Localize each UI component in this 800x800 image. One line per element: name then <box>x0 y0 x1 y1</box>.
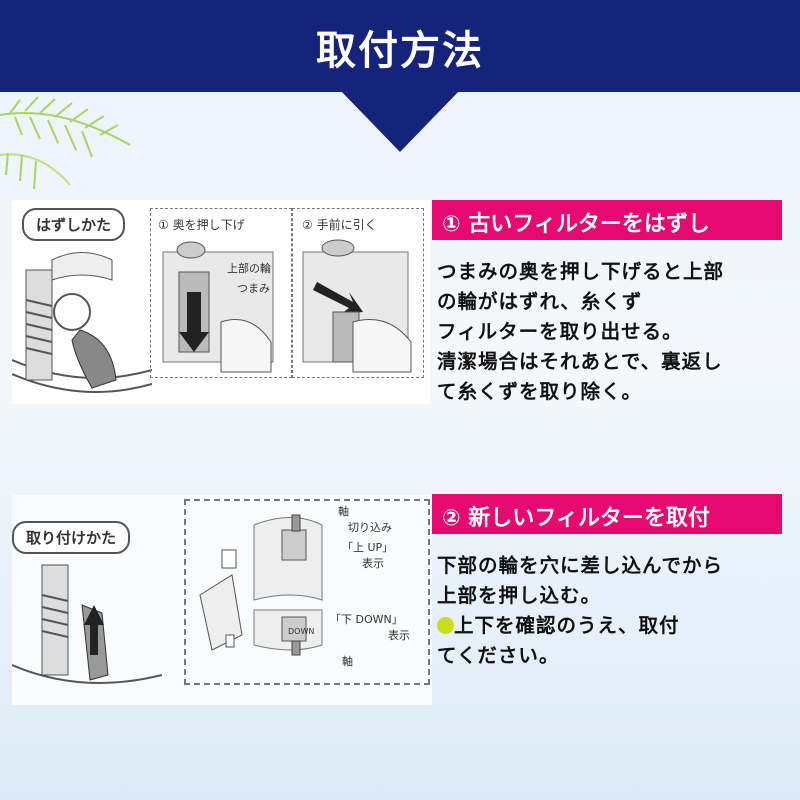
section2-line: 下部の輪を穴に差し込んでから <box>437 554 724 577</box>
step2-drawing <box>302 239 412 373</box>
title-banner <box>0 0 800 92</box>
removal-illustration: はずしかた ① 奥を押し下げ ② 手前に引く 上部の輪 つまみ <box>12 200 430 404</box>
section2-line: 上部を押し込む。 <box>437 584 602 607</box>
page-title: 取付方法 <box>316 28 484 74</box>
caption-shaft-bottom: 軸 <box>342 655 353 668</box>
caption-down-mark: 「下 DOWN」 <box>330 613 403 626</box>
step1-drawing <box>162 241 274 373</box>
section1-line: フィルターを取り出せる。 <box>437 320 683 343</box>
caption-down-stamp: DOWN <box>288 627 315 636</box>
removal-label: はずしかた <box>22 208 126 241</box>
caption-up-display: 表示 <box>362 557 384 570</box>
section1-line: つまみの奥を押し下げると上部 <box>437 260 725 283</box>
caption-shaft-top: 軸 <box>338 505 349 518</box>
step2-frame <box>292 208 424 378</box>
caption-down-display: 表示 <box>388 629 410 642</box>
bullet-dot-icon <box>437 617 454 634</box>
caption-up-mark: 「上 UP」 <box>342 541 394 554</box>
section1-line: 清潔場合はそれあとで、裏返し <box>437 350 723 373</box>
install-label: 取り付けかた <box>12 521 131 554</box>
install-illustration: 取り付けかた 軸 切り込み 「上 UP」 表示 「下 DOWN」 表示 軸 DO… <box>12 495 432 705</box>
step2-label: ② 手前に引く <box>302 218 377 232</box>
section1-line: の輪がはずれ、糸くず <box>437 290 643 313</box>
section2-line: てください。 <box>437 644 560 667</box>
section1-body: つまみの奥を押し下げると上部 の輪がはずれ、糸くず フィルターを取り出せる。 清… <box>437 257 787 407</box>
step1-frame <box>150 208 292 378</box>
section2-body: 下部の輪を穴に差し込んでから 上部を押し込む。 上下を確認のうえ、取付 てくださ… <box>437 551 787 671</box>
palm-leaf-decoration <box>0 96 131 190</box>
caption-upper-ring: 上部の輪 <box>227 262 271 275</box>
install-tub-drawing <box>12 564 162 684</box>
install-detail-frame <box>184 499 430 685</box>
step1-label: ① 奥を押し下げ <box>158 218 245 232</box>
filter-detail-drawing <box>199 514 323 656</box>
banner-arrow <box>340 90 460 152</box>
caption-knob: つまみ <box>237 282 270 295</box>
caption-notch: 切り込み <box>348 521 392 534</box>
section1-line: て糸くずを取り除く。 <box>437 380 643 403</box>
washer-tub-drawing <box>12 252 152 393</box>
section2-heading: ② 新しいフィルターを取付 <box>432 494 782 534</box>
section1-heading: ① 古いフィルターをはずし <box>432 200 782 240</box>
section2-line-bullet: 上下を確認のうえ、取付 <box>437 611 787 641</box>
